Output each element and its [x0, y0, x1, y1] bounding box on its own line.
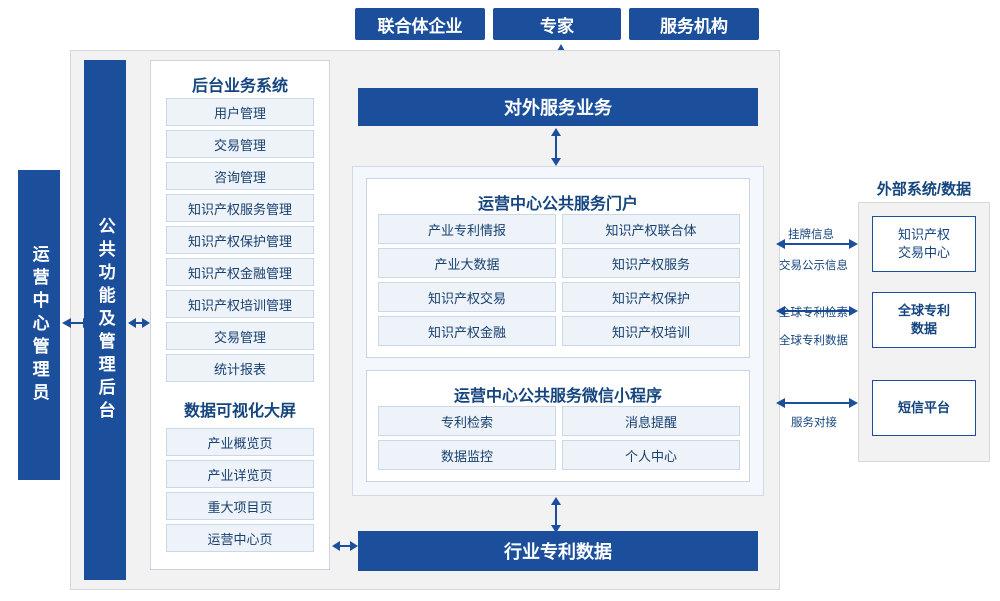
top-tab-expert-label: 专家 [540, 16, 574, 36]
portal-item-6-label: 知识产权金融 [427, 324, 506, 340]
external-card-ip-exchange[interactable]: 知识产权 交易中心 [872, 216, 976, 272]
portal-item-0-label: 产业专利情报 [427, 222, 506, 238]
top-tab-service-agency-label: 服务机构 [660, 16, 728, 36]
arrow-backend-to-system [128, 318, 150, 328]
dashboard-item-2-label: 重大项目页 [207, 499, 273, 515]
external-link-label-0: 挂牌信息 [788, 229, 834, 241]
arrow-dashboard-to-industry [332, 541, 358, 551]
dashboard-title: 数据可视化大屏 [183, 403, 296, 420]
portal-item-3[interactable]: 知识产权服务 [562, 248, 740, 278]
top-tab-service-agency[interactable]: 服务机构 [629, 8, 759, 40]
backend-item-4-label: 知识产权保护管理 [187, 233, 292, 249]
operation-center-admin-label: 运营中心管理员 [29, 244, 49, 406]
miniprogram-item-1[interactable]: 消息提醒 [562, 406, 740, 436]
backend-item-1-label: 交易管理 [213, 137, 266, 153]
backend-item-3-label: 知识产权服务管理 [187, 201, 292, 217]
dashboard-item-1-label: 产业详览页 [207, 467, 273, 483]
external-service-bar: 对外服务业务 [358, 88, 758, 126]
backend-item-4[interactable]: 知识产权保护管理 [166, 226, 314, 254]
arrow-service-to-portal [551, 128, 561, 166]
backend-item-7[interactable]: 交易管理 [166, 322, 314, 350]
top-tab-consortium-label: 联合体企业 [377, 16, 463, 36]
miniprogram-item-2-label: 数据监控 [440, 448, 493, 464]
backend-item-2-label: 咨询管理 [213, 169, 266, 185]
portal-item-3-label: 知识产权服务 [611, 256, 690, 272]
miniprogram-item-3[interactable]: 个人中心 [562, 440, 740, 470]
miniprogram-title: 运营中心公共服务微信小程序 [453, 388, 662, 405]
arrow-ext-global-patent [776, 306, 858, 316]
backend-item-0-label: 用户管理 [213, 105, 266, 121]
backend-item-1[interactable]: 交易管理 [166, 130, 314, 158]
common-function-backend: 公共功能及管理后台 [84, 60, 126, 580]
external-card-global-patent[interactable]: 全球专利 数据 [872, 292, 976, 348]
miniprogram-item-0[interactable]: 专利检索 [378, 406, 556, 436]
portal-item-1[interactable]: 知识产权联合体 [562, 214, 740, 244]
backend-item-2[interactable]: 咨询管理 [166, 162, 314, 190]
backend-item-3[interactable]: 知识产权服务管理 [166, 194, 314, 222]
top-tab-expert[interactable]: 专家 [493, 8, 621, 40]
portal-item-7-label: 知识产权培训 [611, 324, 690, 340]
industry-patent-data-label: 行业专利数据 [504, 542, 612, 562]
backend-item-6-label: 知识产权培训管理 [187, 297, 292, 313]
miniprogram-item-3-label: 个人中心 [624, 448, 677, 464]
dashboard-item-1[interactable]: 产业详览页 [166, 460, 314, 488]
dashboard-item-2[interactable]: 重大项目页 [166, 492, 314, 520]
portal-item-5[interactable]: 知识产权保护 [562, 282, 740, 312]
external-link-label-2: 全球专利检索 [779, 307, 848, 319]
portal-item-1-label: 知识产权联合体 [605, 222, 697, 238]
miniprogram-item-1-label: 消息提醒 [624, 414, 677, 430]
external-card-ip-exchange-label: 知识产权 交易中心 [897, 227, 950, 260]
portal-item-6[interactable]: 知识产权金融 [378, 316, 556, 346]
external-service-bar-label: 对外服务业务 [504, 98, 612, 118]
external-link-label-3: 全球专利数据 [779, 335, 848, 347]
external-card-global-patent-label: 全球专利 数据 [897, 303, 950, 336]
external-card-sms-platform-label: 短信平台 [897, 400, 950, 416]
backend-item-7-label: 交易管理 [213, 329, 266, 345]
dashboard-item-3-label: 运营中心页 [207, 531, 273, 547]
portal-item-4-label: 知识产权交易 [427, 290, 506, 306]
portal-item-0[interactable]: 产业专利情报 [378, 214, 556, 244]
dashboard-item-0-label: 产业概览页 [207, 435, 273, 451]
external-link-label-4: 服务对接 [791, 417, 837, 429]
backend-item-0[interactable]: 用户管理 [166, 98, 314, 126]
backend-item-5[interactable]: 知识产权金融管理 [166, 258, 314, 286]
external-link-label-1: 交易公示信息 [779, 260, 848, 272]
backend-item-8[interactable]: 统计报表 [166, 354, 314, 382]
portal-item-2[interactable]: 产业大数据 [378, 248, 556, 278]
arrow-portal-to-industry [551, 497, 561, 533]
top-tab-consortium[interactable]: 联合体企业 [355, 8, 485, 40]
miniprogram-item-2[interactable]: 数据监控 [378, 440, 556, 470]
backend-item-6[interactable]: 知识产权培训管理 [166, 290, 314, 318]
dashboard-item-3[interactable]: 运营中心页 [166, 524, 314, 552]
industry-patent-data-bar: 行业专利数据 [358, 531, 758, 571]
portal-item-2-label: 产业大数据 [434, 256, 500, 272]
backend-item-5-label: 知识产权金融管理 [187, 265, 292, 281]
portal-item-4[interactable]: 知识产权交易 [378, 282, 556, 312]
portal-item-5-label: 知识产权保护 [611, 290, 690, 306]
backend-system-title: 后台业务系统 [191, 78, 288, 95]
dashboard-item-0[interactable]: 产业概览页 [166, 428, 314, 456]
miniprogram-item-0-label: 专利检索 [440, 414, 493, 430]
operation-center-admin: 运营中心管理员 [18, 170, 60, 480]
external-systems-title: 外部系统/数据 [876, 181, 972, 198]
portal-title: 运营中心公共服务门户 [477, 196, 638, 213]
portal-item-7[interactable]: 知识产权培训 [562, 316, 740, 346]
arrow-ext-sms [776, 398, 858, 408]
backend-item-8-label: 统计报表 [213, 361, 266, 377]
common-function-backend-label: 公共功能及管理后台 [95, 216, 115, 424]
arrow-ext-ip-exchange [776, 239, 858, 249]
external-card-sms-platform[interactable]: 短信平台 [872, 380, 976, 436]
